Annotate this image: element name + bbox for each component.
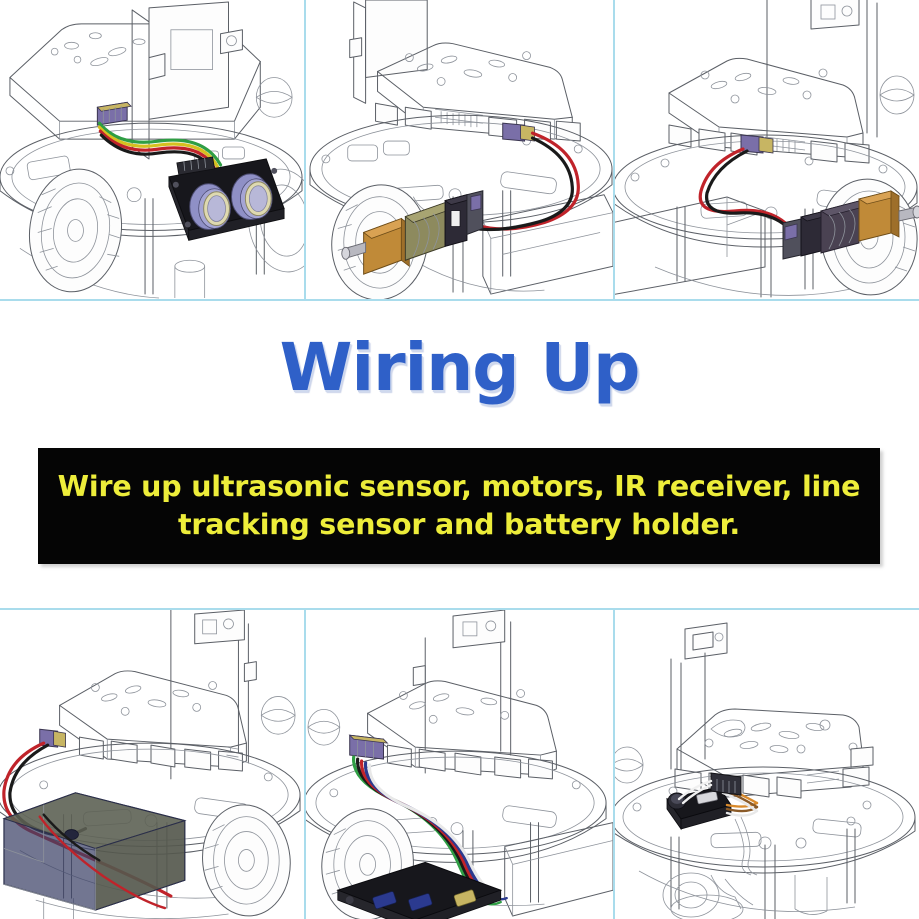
battery-holder [2,792,187,911]
ultrasonic-sensor-module [168,156,285,241]
panel-left-motor[interactable] [306,0,615,299]
wire-bundle-ir-receiver [677,772,759,876]
connector-motor-port [740,134,774,154]
robot-line-art-battery [0,610,301,919]
ir-receiver-module [666,786,732,831]
page-title: Wiring Up [279,329,641,406]
connector-motor-port [502,122,535,142]
gear-motor-left [341,190,484,275]
wheel-right [202,804,291,917]
panel-ultrasonic[interactable] [0,0,306,299]
connector-line-tracking-port [348,734,389,760]
bottom-panel-row [0,608,919,919]
connector-ultrasonic-board [96,101,132,126]
line-tracking-sensor-board [336,861,503,919]
wire-bundle-right-motor [698,147,795,235]
panel-battery[interactable] [0,610,306,919]
caption-box: Wire up ultrasonic sensor, motors, IR re… [38,448,880,564]
panel-line-tracking[interactable] [306,610,615,919]
robot-line-art-ir-receiver [615,622,916,919]
title-and-caption-band: Wiring Up Wire up ultrasonic sensor, mot… [0,301,919,608]
top-panel-row [0,0,919,301]
panel-ir-receiver[interactable] [615,610,919,919]
panel-right-motor[interactable] [615,0,919,299]
robot-line-art-line-tracking [306,610,613,919]
caption-text: Wire up ultrasonic sensor, motors, IR re… [57,470,861,541]
wheel-left [28,168,123,293]
gear-motor-right [782,190,919,260]
